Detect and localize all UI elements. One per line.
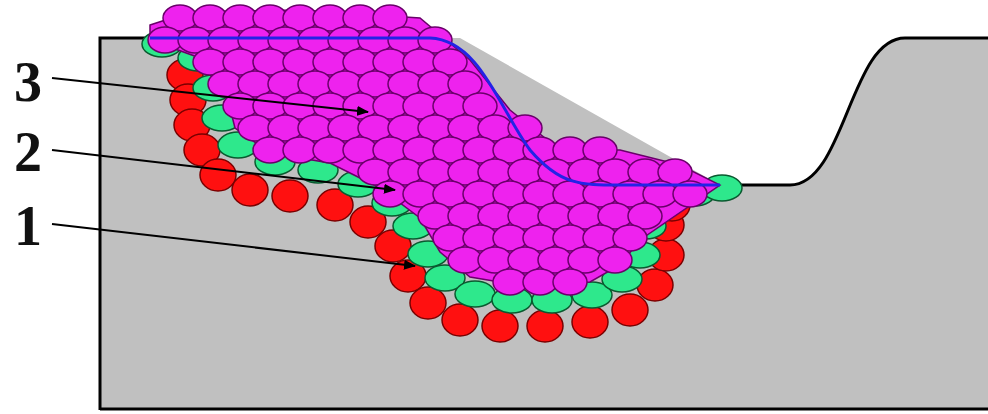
base-outline-bottom: [100, 408, 988, 411]
deposit-layer-3-cell: [598, 247, 632, 273]
callout-number: 3: [14, 54, 42, 110]
deposit-layer-2-cell: [455, 281, 495, 307]
deposit-layer-1-cell: [572, 306, 608, 338]
deposit-layer-3-cell: [553, 269, 587, 295]
deposit-layer-3-cell: [523, 269, 557, 295]
deposit-layer-3-cell: [283, 137, 317, 163]
deposit-layer-1-cell: [410, 287, 446, 319]
deposit-layer-1-cell: [527, 310, 563, 342]
deposit-layer-3-cell: [493, 269, 527, 295]
deposit-layer-1-cell: [482, 310, 518, 342]
deposit-layer-1-cell: [442, 304, 478, 336]
deposit-layer-3-cell: [253, 137, 287, 163]
base-outline-left: [100, 38, 160, 410]
base-outline-right: [720, 38, 988, 185]
deposit-layer-3-cell: [313, 137, 347, 163]
deposit-layer-1-cell: [200, 159, 236, 191]
deposit-layer-3-cell: [148, 27, 182, 53]
deposit-layer-1-cell: [637, 269, 673, 301]
deposit-layer-1-cell: [232, 174, 268, 206]
deposit-layer-1-cell: [272, 180, 308, 212]
original-surface-line: [150, 38, 720, 185]
deposit-layer-3-cell: [373, 181, 407, 207]
deposit-layer-3-cell: [448, 247, 482, 273]
leader-line: [52, 150, 395, 190]
weld-bead-cells: [142, 5, 742, 342]
deposit-layer-1-cell: [612, 294, 648, 326]
callout-number: 2: [14, 124, 42, 180]
callout-number: 1: [14, 198, 42, 254]
leader-line: [52, 78, 368, 112]
leader-line: [52, 224, 415, 266]
base-material: [100, 38, 988, 410]
